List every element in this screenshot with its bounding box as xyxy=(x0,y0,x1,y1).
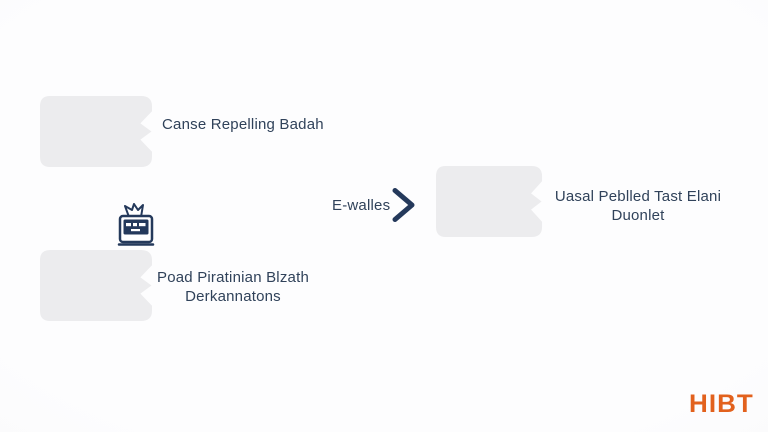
settlement-card-label-line1: Uasal Peblled Tast Elani xyxy=(554,188,722,205)
pos-terminal-receipt-icon xyxy=(117,203,155,246)
mobile-card-label-line2: Derkannatons xyxy=(185,288,281,305)
connector-label: E-walles xyxy=(332,197,391,214)
pos-card-label: Canse Repelling Badah xyxy=(162,116,324,133)
mobile-payment-card xyxy=(40,250,153,321)
ticket-card-shape xyxy=(40,250,152,321)
settlement-card xyxy=(436,166,543,237)
chevron-right-icon xyxy=(392,188,415,222)
ticket-card-shape xyxy=(40,96,152,167)
settlement-card-label: Uasal Peblled Tast Elani Duonlet xyxy=(551,187,725,225)
settlement-card-label-line2: Duonlet xyxy=(611,207,665,224)
ticket-card-shape xyxy=(436,166,543,237)
mobile-card-label-line1: Poad Piratinian Blzath xyxy=(157,269,309,286)
brand-logo: HIBT xyxy=(689,390,754,418)
mobile-card-label: Poad Piratinian Blzath Derkannatons xyxy=(156,268,310,306)
pos-terminal-card xyxy=(40,96,155,246)
